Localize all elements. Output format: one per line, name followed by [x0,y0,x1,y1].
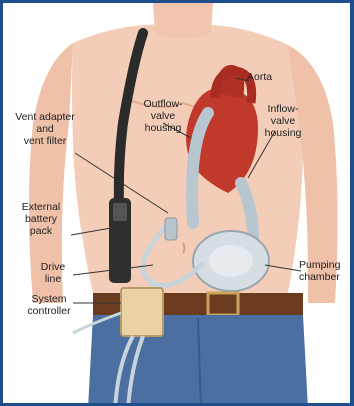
vent-adapter [165,218,177,240]
label-drive-line: Drive line [31,261,75,285]
neck [153,3,213,39]
label-inflow-valve-housing: Inflow- valve housing [253,103,313,139]
label-aorta: Aorta [247,71,287,83]
label-system-controller: System controller [19,293,79,317]
label-outflow-valve-housing: Outflow- valve housing [133,98,193,134]
system-controller [121,288,163,336]
label-pumping-chamber: Pumping chamber [299,259,354,283]
label-vent-adapter: Vent adapter and vent filter [7,111,83,147]
label-external-battery-pack: External battery pack [11,201,71,237]
